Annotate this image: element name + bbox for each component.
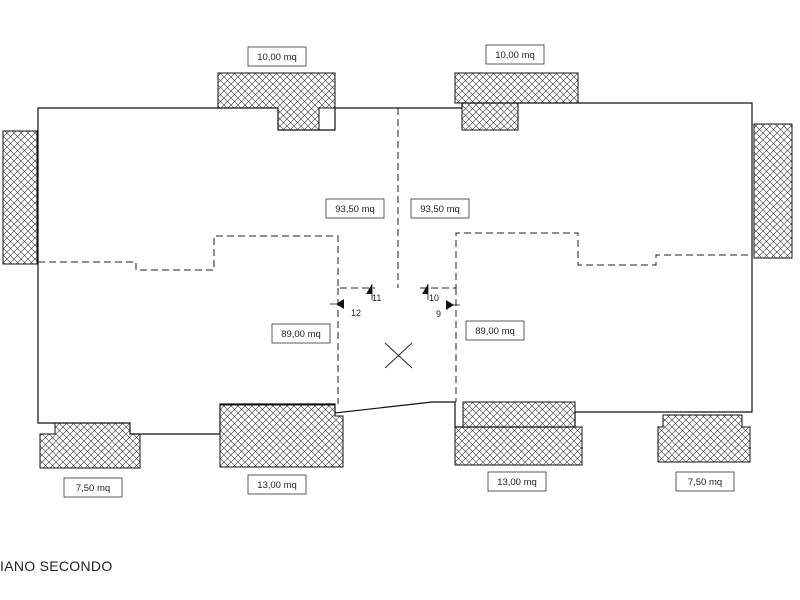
section-mark-10: 10	[422, 284, 439, 303]
balcony-left-side	[2, 130, 38, 265]
balcony-bottom-left	[219, 404, 344, 468]
svg-text:12: 12	[351, 308, 361, 318]
balcony-right-side	[753, 123, 793, 259]
svg-text:13,00 mq: 13,00 mq	[497, 477, 537, 488]
balcony-bottom-far-left	[39, 422, 141, 469]
section-mark-9: 9	[436, 300, 460, 319]
svg-text:7,50 mq: 7,50 mq	[688, 477, 722, 488]
stair-void-symbol	[384, 342, 413, 369]
balcony-bottom-right	[454, 401, 583, 466]
floor-caption: IANO SECONDO	[0, 558, 113, 574]
area-label-upper-right: 93,50 mq	[410, 198, 470, 219]
balcony-top-left	[217, 72, 336, 131]
area-label-balcony-top-right: 10,00 mq	[485, 44, 545, 65]
svg-text:93,50 mq: 93,50 mq	[420, 204, 460, 215]
section-mark-11: 11	[366, 284, 381, 303]
area-label-upper-left: 93,50 mq	[325, 198, 385, 219]
svg-text:93,50 mq: 93,50 mq	[335, 204, 375, 215]
area-label-balcony-bottom-far-left: 7,50 mq	[63, 477, 123, 498]
svg-text:10,00 mq: 10,00 mq	[257, 52, 297, 63]
area-label-balcony-bottom-left: 13,00 mq	[247, 474, 307, 495]
svg-text:11: 11	[372, 293, 381, 303]
area-label-lower-left: 89,00 mq	[271, 323, 331, 344]
balcony-top-right	[454, 72, 579, 131]
svg-text:9: 9	[436, 309, 441, 319]
section-mark-12: 12	[330, 299, 361, 318]
balconies	[2, 72, 793, 469]
svg-text:13,00 mq: 13,00 mq	[257, 480, 297, 491]
area-label-balcony-top-left: 10,00 mq	[247, 46, 307, 67]
area-label-balcony-bottom-right: 13,00 mq	[487, 471, 547, 492]
building-outline	[37, 102, 753, 435]
svg-text:89,00 mq: 89,00 mq	[281, 329, 321, 340]
balcony-bottom-far-right	[657, 414, 751, 463]
unit-divisions	[38, 108, 752, 404]
area-label-balcony-bottom-far-right: 7,50 mq	[675, 471, 735, 492]
svg-text:10: 10	[429, 293, 439, 303]
svg-text:7,50 mq: 7,50 mq	[76, 483, 110, 494]
svg-text:10,00 mq: 10,00 mq	[495, 50, 535, 61]
svg-text:89,00 mq: 89,00 mq	[475, 326, 515, 337]
area-label-lower-right: 89,00 mq	[465, 320, 525, 341]
